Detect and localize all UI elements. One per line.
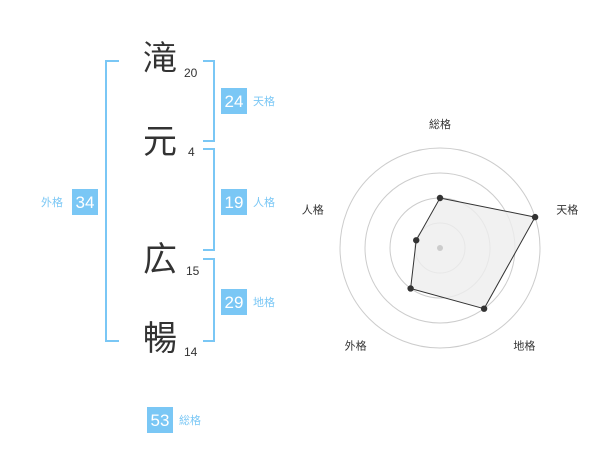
name-char-2: 元 bbox=[143, 122, 177, 162]
radar-axis-label-1: 総格 bbox=[429, 117, 451, 131]
radar-grid-ring-4 bbox=[339, 147, 541, 349]
jinkaku-label: 人格 bbox=[253, 196, 275, 209]
soukaku-value: 53 bbox=[147, 407, 173, 433]
jinkaku-value: 19 bbox=[221, 189, 247, 215]
radar-center-dot bbox=[437, 245, 443, 251]
radar-point-4 bbox=[407, 285, 414, 292]
tenkaku-bracket bbox=[203, 60, 215, 142]
name-char-1: 滝 bbox=[143, 39, 177, 79]
soukaku-label: 総格 bbox=[179, 414, 201, 427]
stroke-count-1: 20 bbox=[184, 66, 198, 80]
radar-point-1 bbox=[436, 194, 444, 202]
radar-axis-label-2: 天格 bbox=[556, 203, 578, 217]
radar-point-3 bbox=[480, 305, 488, 312]
chikaku-value: 29 bbox=[221, 289, 247, 315]
radar-point-2 bbox=[531, 213, 539, 221]
radar-axis-label-4: 外格 bbox=[345, 338, 367, 352]
chikaku-label: 地格 bbox=[253, 296, 275, 309]
radar-axis-label-3: 地格 bbox=[513, 338, 535, 352]
name-char-4: 暢 bbox=[143, 319, 177, 359]
gaikaku-label: 外格 bbox=[41, 196, 63, 209]
name-char-3: 広 bbox=[143, 240, 177, 280]
gaikaku-bracket bbox=[105, 60, 119, 342]
gaikaku-value: 34 bbox=[72, 189, 98, 215]
radar-axis-label-5: 人格 bbox=[302, 203, 324, 217]
tenkaku-label: 天格 bbox=[253, 95, 275, 108]
stroke-count-3: 15 bbox=[186, 264, 200, 278]
radar-point-5 bbox=[413, 237, 420, 244]
stroke-count-2: 4 bbox=[188, 145, 195, 159]
chikaku-bracket bbox=[203, 258, 215, 342]
tenkaku-value: 24 bbox=[221, 88, 247, 114]
jinkaku-bracket bbox=[203, 148, 215, 251]
stroke-count-4: 14 bbox=[184, 345, 198, 359]
radar-data-area bbox=[410, 197, 536, 310]
